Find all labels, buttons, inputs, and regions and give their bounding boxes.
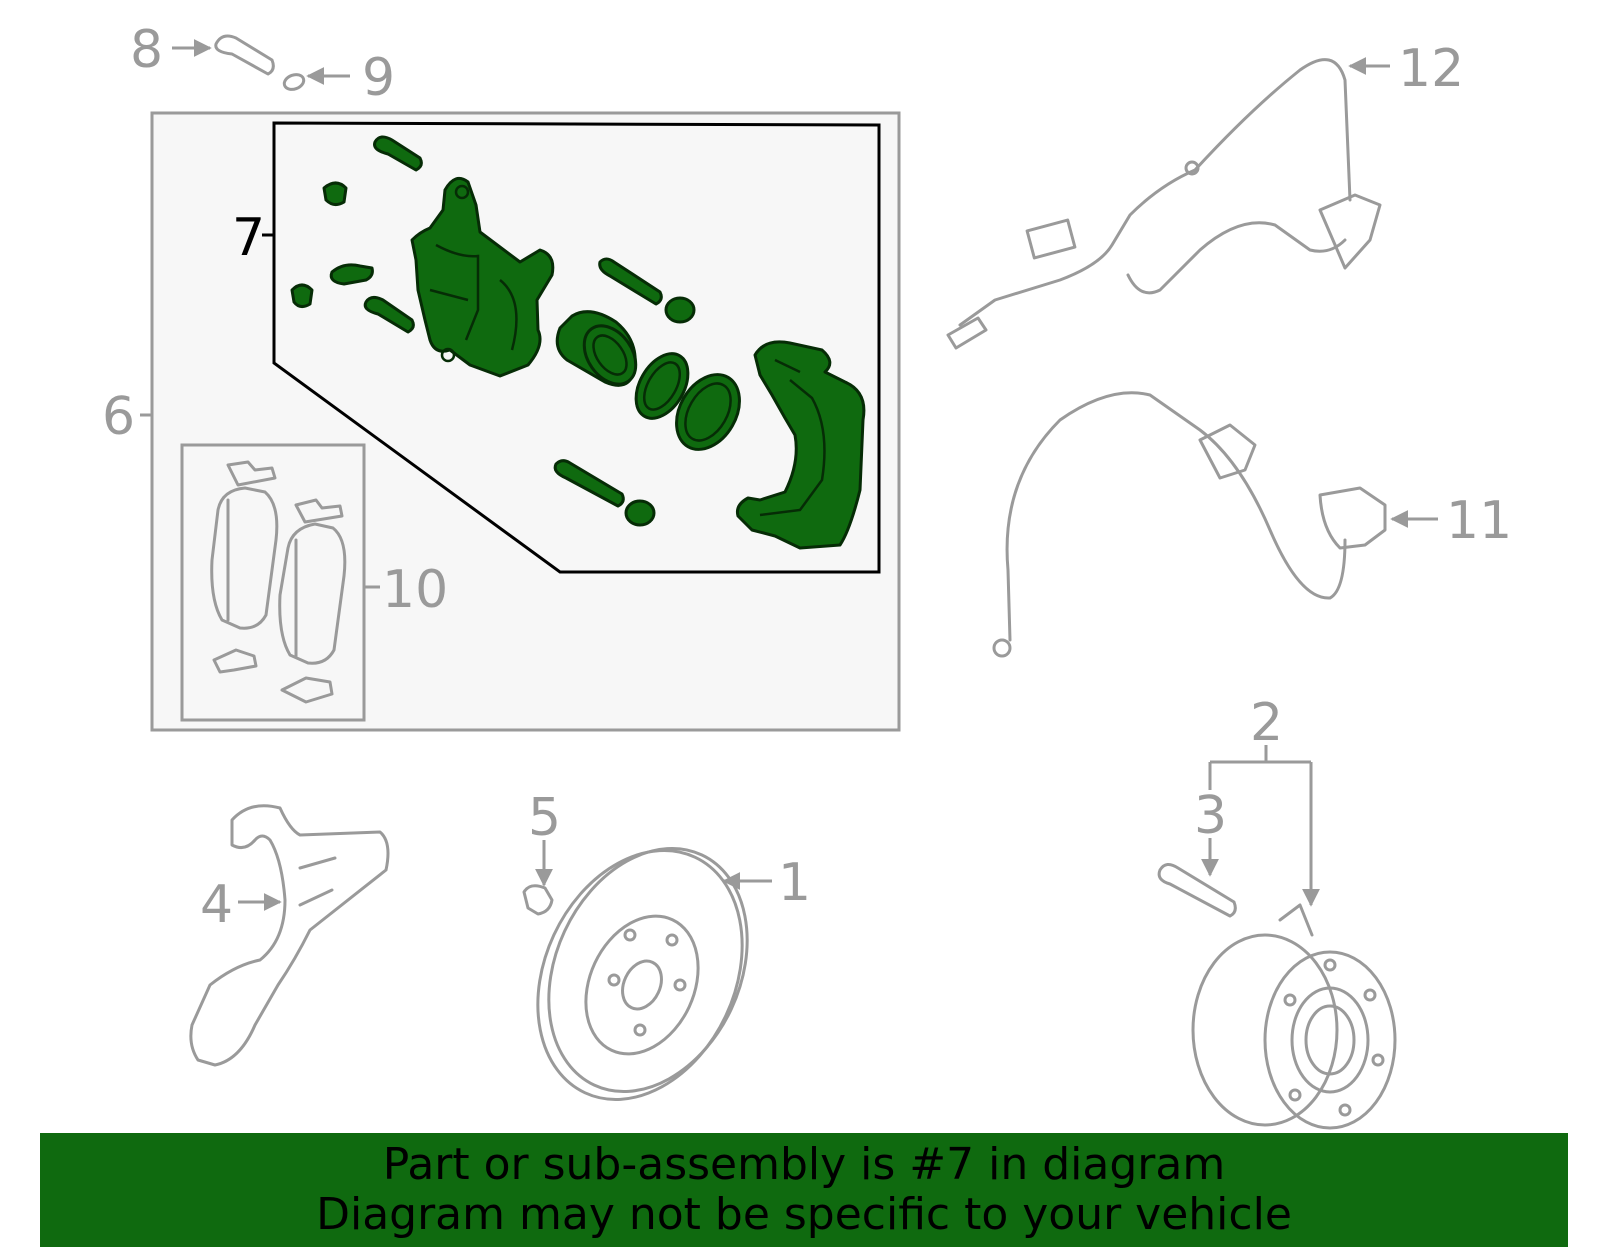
info-banner: Part or sub-assembly is #7 in diagram Di… [40,1133,1568,1247]
callout-9: 9 [362,48,395,108]
callout-12: 12 [1398,39,1464,99]
callout-10: 10 [382,560,448,620]
rotor-screw [522,884,554,916]
callout-3: 3 [1194,786,1227,846]
callout-7: 7 [232,208,265,268]
dust-shield [189,804,390,1067]
callout-2: 2 [1250,693,1283,753]
hub-bolt [1157,863,1237,918]
callout-6: 6 [102,387,135,447]
bolt-8 [214,34,275,76]
callout-4: 4 [200,875,233,935]
brake-rotor [536,847,749,1101]
dust-boot [675,373,741,451]
washer-9 [282,73,306,91]
brake-hose [992,391,1387,658]
piston-seal [634,352,690,420]
caliper-bolt-lower [363,295,415,334]
abs-wheel-speed-sensor [946,58,1382,350]
banner-line-1: Part or sub-assembly is #7 in diagram [382,1139,1226,1190]
guide-pin-lower [553,459,625,508]
callout-1: 1 [778,853,811,913]
brake-pad-kit-box [180,443,366,722]
leader-2 [1208,745,1313,900]
pin-boot-lower [624,499,656,527]
callout-8: 8 [130,20,163,80]
callout-5: 5 [528,788,561,848]
caliper-assembly-parts [290,135,866,550]
caliper-bracket [736,340,866,550]
brake-pad-kit [210,460,347,704]
pin-boot-upper [664,296,696,324]
caliper-bolt-upper [373,135,423,172]
caliper-housing [410,176,555,378]
bleeder-cap-2 [290,283,314,309]
banner-line-2: Diagram may not be specific to your vehi… [316,1189,1292,1240]
bleeder-screw [329,263,374,286]
guide-pin-upper [598,257,663,306]
bleeder-cap [322,181,348,207]
wheel-hub-assembly [1191,903,1397,1130]
callout-11: 11 [1446,491,1512,551]
